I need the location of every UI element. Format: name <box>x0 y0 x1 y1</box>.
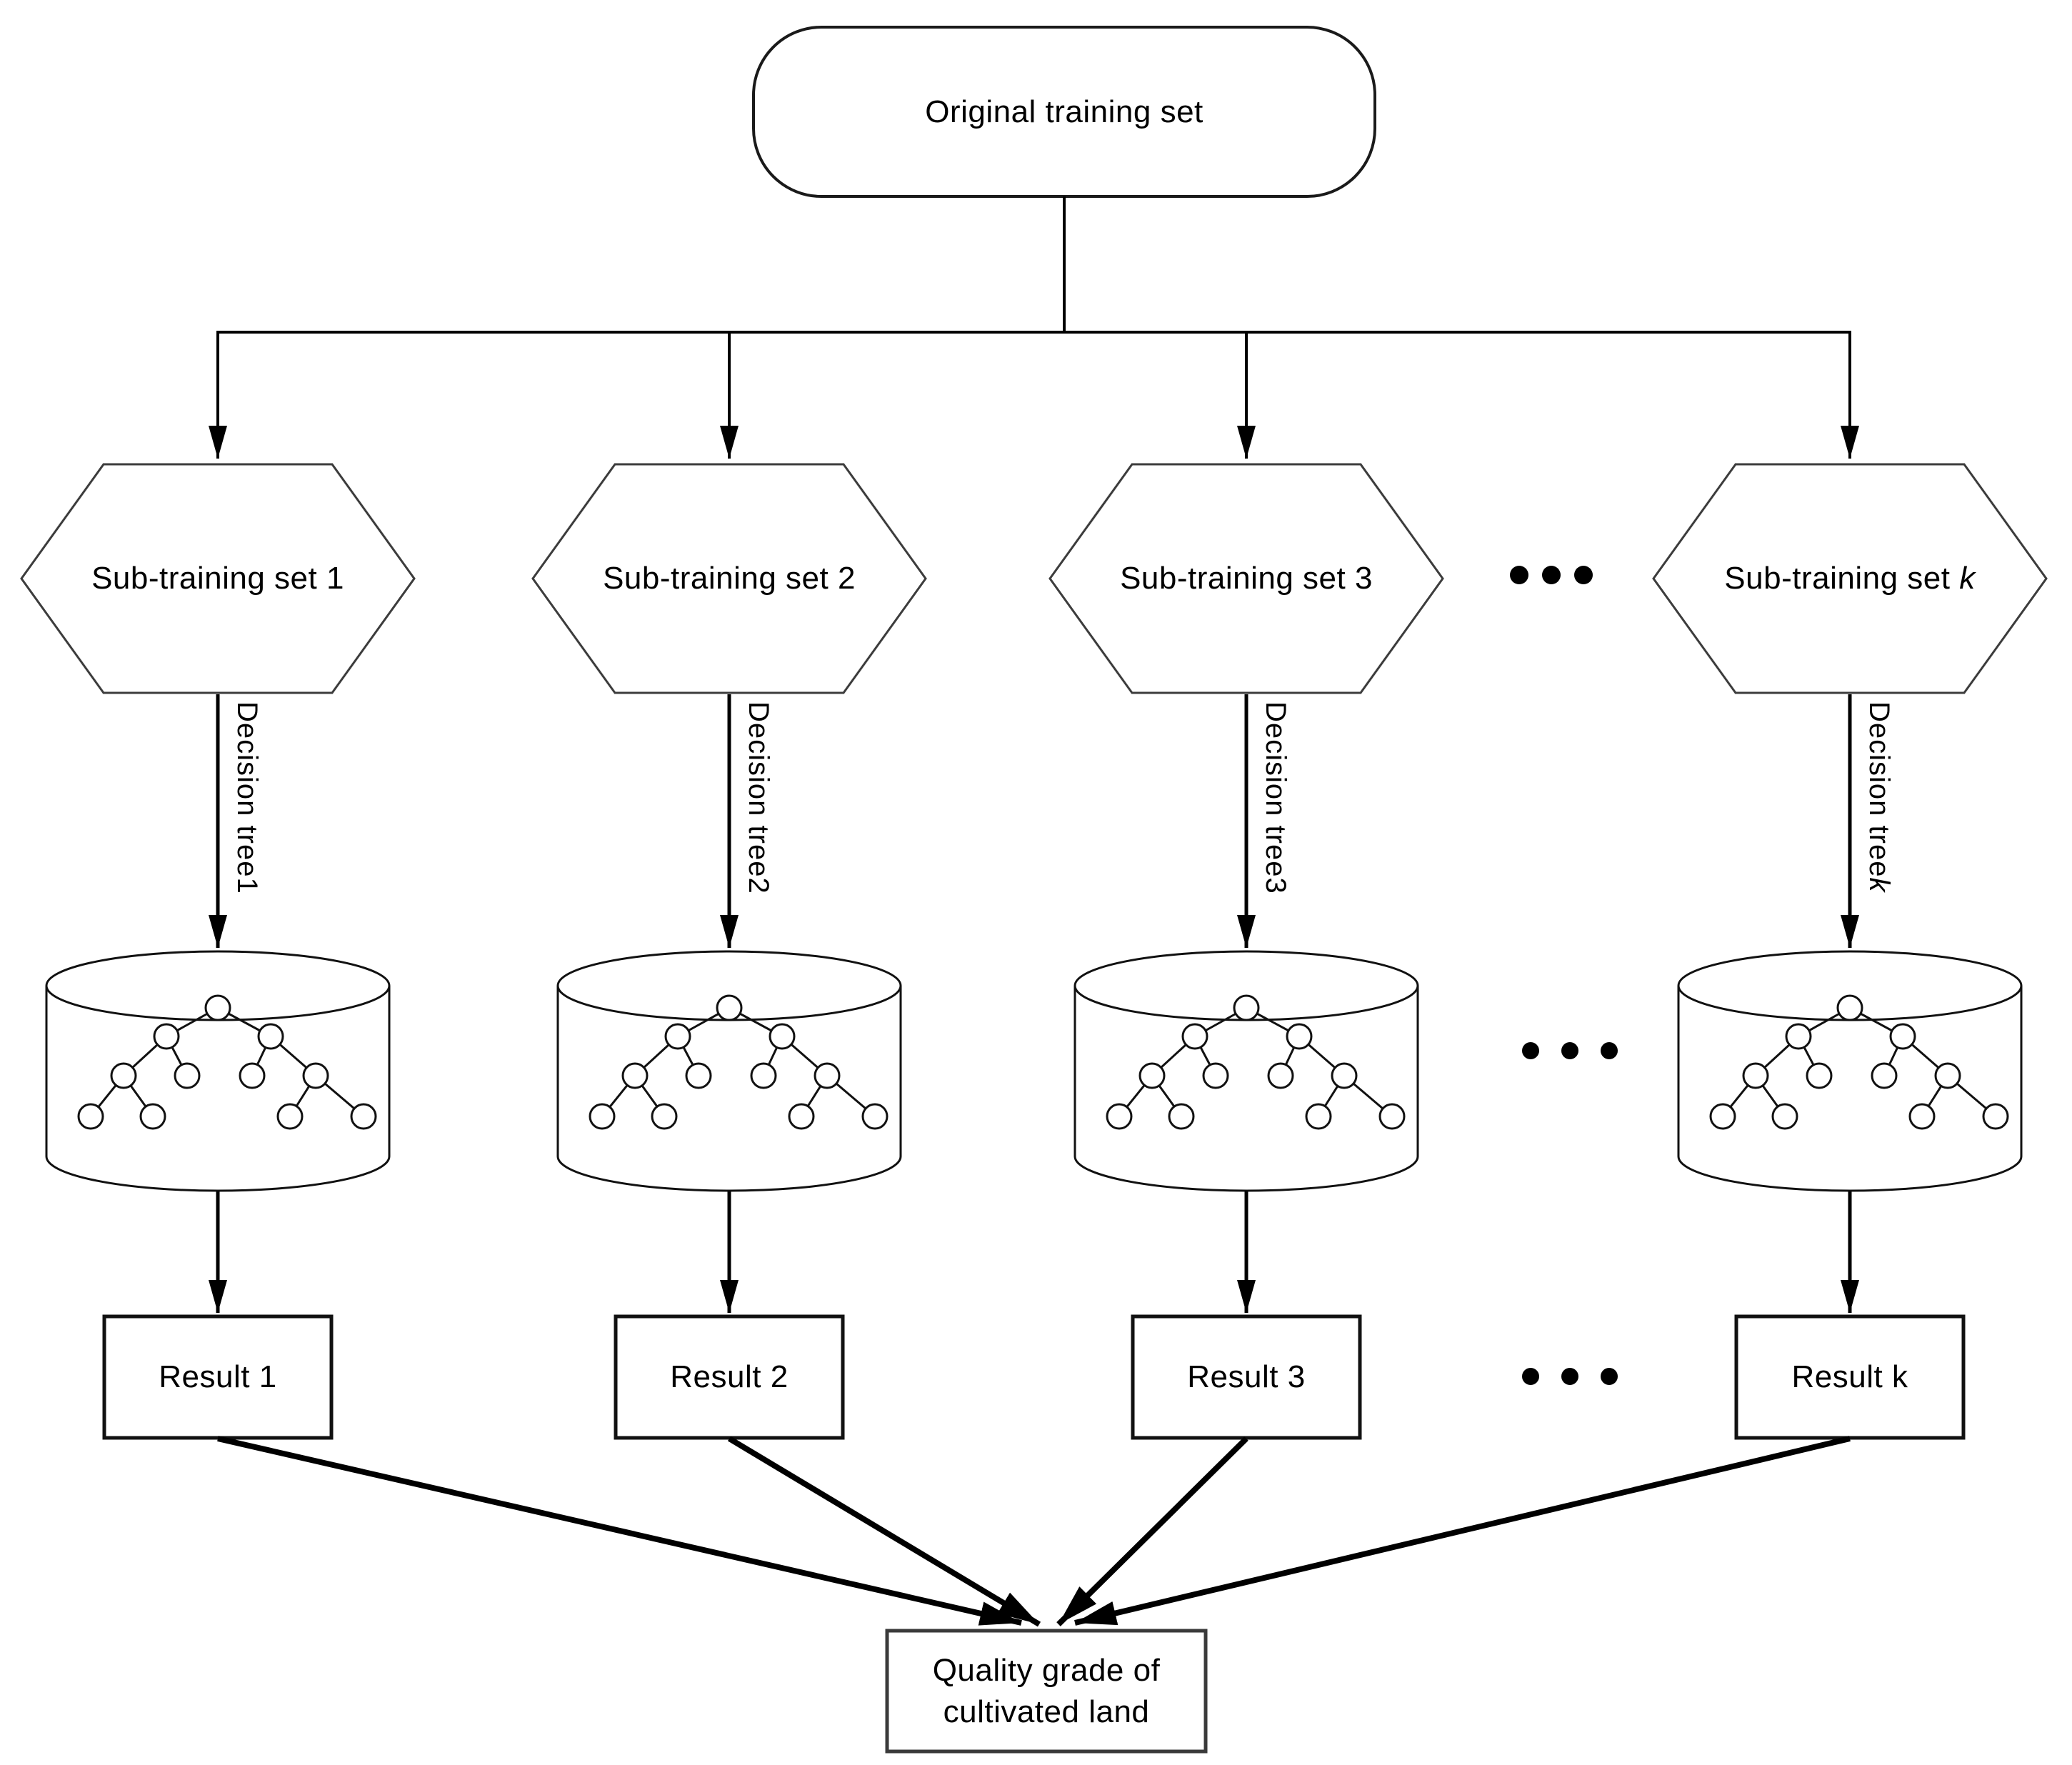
subset-label-k: Sub-training set k <box>1724 561 1976 596</box>
result-label-1: Result 1 <box>159 1359 277 1395</box>
quality-grade-node <box>885 1629 1208 1754</box>
original-training-set-label: Original training set <box>754 27 1375 196</box>
result-label-3: Result 3 <box>1187 1359 1306 1395</box>
result-label-2: Result 2 <box>670 1359 789 1395</box>
subset-label-3: Sub-training set 3 <box>1120 561 1373 596</box>
quality-grade-label: Quality grade of cultivated land <box>887 1631 1206 1751</box>
convergence-arrows <box>217 1436 1851 1627</box>
decision-tree-label-k: Decision treek <box>1863 701 1895 893</box>
quality-grade-line2: cultivated land <box>943 1694 1150 1729</box>
decision-tree-label-1: Decision tree1 <box>231 701 263 894</box>
subset-label-1: Sub-training set 1 <box>91 561 344 596</box>
quality-grade-line1: Quality grade of <box>932 1653 1161 1689</box>
original-training-set-text: Original training set <box>925 94 1203 129</box>
ellipsis-dots-subset-row <box>1510 566 1593 584</box>
subset-label-2: Sub-training set 2 <box>603 561 856 596</box>
decision-tree-label-3: Decision tree3 <box>1260 701 1291 894</box>
result-label-k: Result k <box>1791 1359 1908 1395</box>
ellipsis-dots-result-row <box>1522 1368 1618 1385</box>
ellipsis-dots-cylinder-row <box>1522 1042 1618 1059</box>
decision-tree-label-2: Decision tree2 <box>743 701 774 894</box>
